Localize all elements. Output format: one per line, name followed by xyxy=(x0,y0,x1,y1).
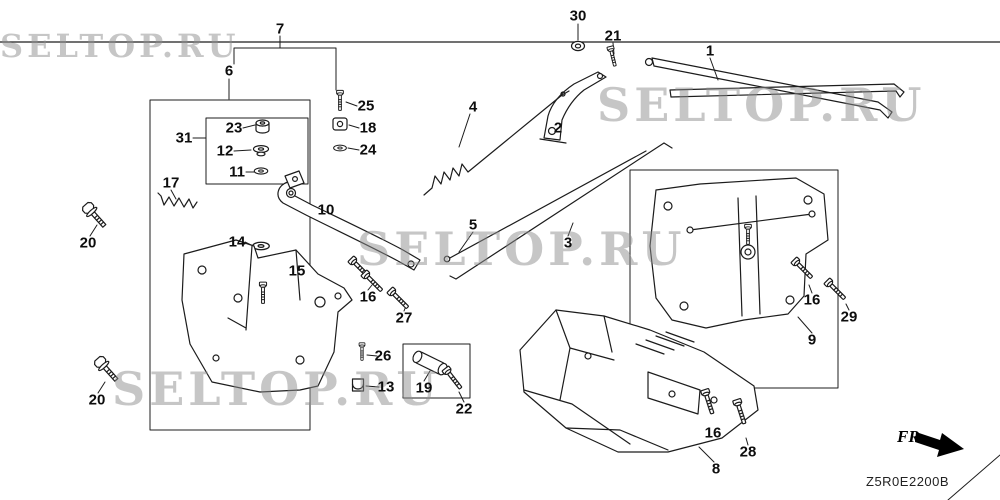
diagram-part-code: Z5R0E2200B xyxy=(866,474,950,489)
part-20-flange-bolts xyxy=(79,199,122,385)
part-26-bolt xyxy=(358,342,366,361)
fr-direction-arrow xyxy=(915,432,964,457)
fr-direction-label: FR. xyxy=(897,427,924,446)
part-2-lever xyxy=(539,71,607,144)
part-21-screw xyxy=(606,45,619,68)
frame-lines xyxy=(0,41,1000,500)
part-23-12-11-bushings xyxy=(252,119,270,175)
part-16-27-bolts-left xyxy=(347,255,412,312)
part-15-bracket xyxy=(181,239,353,393)
part-3-rod xyxy=(449,142,673,280)
part-30-grommet xyxy=(570,40,586,52)
part-22-bolt xyxy=(441,365,465,392)
part-8-under-cover xyxy=(519,309,759,453)
part-9-bracket xyxy=(649,177,829,329)
part-25-18-24-stack xyxy=(332,89,348,152)
part-13-clamp xyxy=(351,378,365,392)
part-4-spring xyxy=(423,90,570,196)
part-17-spring xyxy=(157,192,198,209)
part-1-rod-assembly xyxy=(644,57,905,119)
part-10-arm xyxy=(277,170,421,271)
part-19-collar xyxy=(412,350,448,376)
part-5-rod xyxy=(443,150,647,263)
